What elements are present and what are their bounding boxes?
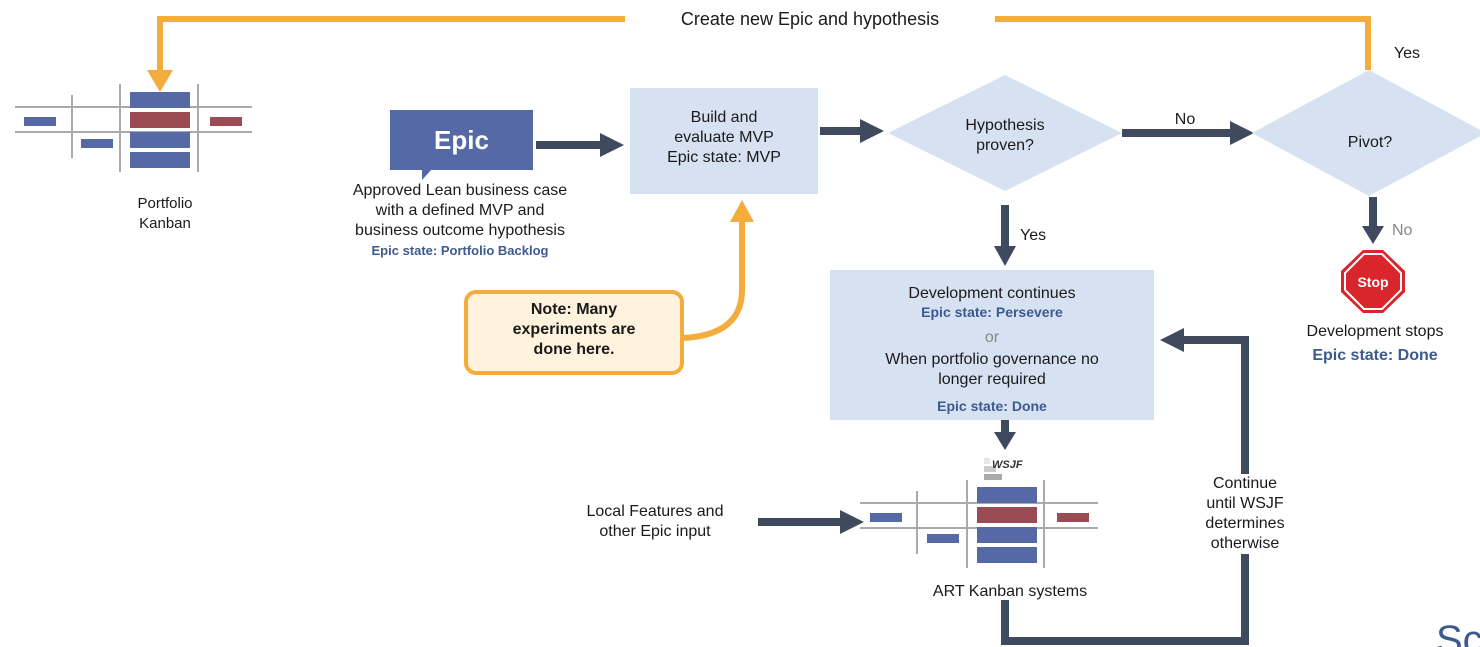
portfolio-kanban-label: Portfolio Kanban: [137, 195, 193, 232]
pivot-label: Pivot?: [1347, 134, 1393, 151]
epic-description: Approved Lean business case with a defin…: [352, 182, 568, 239]
development-continues-box: [830, 270, 1154, 420]
continues-or: or: [984, 329, 1000, 346]
stop-sign-icon: [1341, 250, 1405, 313]
continue-loop-arrow: [1001, 328, 1249, 645]
pivot-no-arrow: [1362, 197, 1384, 244]
pivot-no-label: No: [1392, 222, 1413, 239]
note-to-mvp-arrow: [682, 200, 754, 341]
hypothesis-no-arrow: [1122, 121, 1254, 145]
epic-badge: [390, 110, 533, 180]
top-loop-label: Create new Epic and hypothesis: [625, 9, 995, 29]
create-epic-loop-arrow: [147, 16, 1371, 92]
art-kanban-icon: [860, 480, 1098, 568]
hypothesis-yes-arrow: [994, 205, 1016, 266]
mvp-box: [630, 88, 818, 194]
local-features-arrow: [758, 510, 864, 534]
development-stops-label: Development stops: [1306, 323, 1444, 340]
note-box: [464, 290, 684, 375]
continues-state-persevere: Epic state: Persevere: [921, 304, 1063, 320]
continues-state-done: Epic state: Done: [937, 398, 1047, 414]
note-text: Note: Many experiments are done here.: [512, 301, 636, 358]
local-features-label: Local Features and other Epic input: [586, 503, 724, 540]
art-kanban-label: ART Kanban systems: [932, 583, 1088, 600]
epic-to-mvp-arrow: [536, 133, 624, 157]
mvp-to-hypothesis-arrow: [820, 119, 884, 143]
hypothesis-label: Hypothesis proven?: [965, 117, 1045, 154]
mvp-box-label: Build and evaluate MVP Epic state: MVP: [667, 109, 781, 166]
stop-sign-border: [1344, 253, 1402, 310]
epic-state-done-right: Epic state: Done: [1312, 347, 1438, 364]
continues-line1: Development continues: [908, 285, 1076, 302]
hypothesis-diamond: [888, 75, 1122, 191]
continues-line2: When portfolio governance no longer requ…: [885, 351, 1099, 388]
stop-sign-label: Stop: [1357, 274, 1389, 290]
hypothesis-no-label: No: [1174, 111, 1196, 128]
epic-state-backlog: Epic state: Portfolio Backlog: [371, 243, 549, 258]
continues-to-art-arrow: [994, 420, 1016, 450]
pivot-diamond: [1252, 70, 1480, 196]
corner-fragment: Sc: [1436, 618, 1480, 647]
continue-loop-label: Continue until WSJF determines otherwise: [1170, 474, 1320, 554]
wsjf-label: WSJF: [992, 459, 1023, 471]
pivot-yes-label: Yes: [1393, 45, 1421, 62]
hypothesis-yes-label: Yes: [1020, 227, 1047, 244]
wsjf-logo-icon: [984, 458, 1002, 480]
portfolio-kanban-icon: [15, 84, 252, 172]
epic-badge-label: Epic: [434, 125, 489, 155]
